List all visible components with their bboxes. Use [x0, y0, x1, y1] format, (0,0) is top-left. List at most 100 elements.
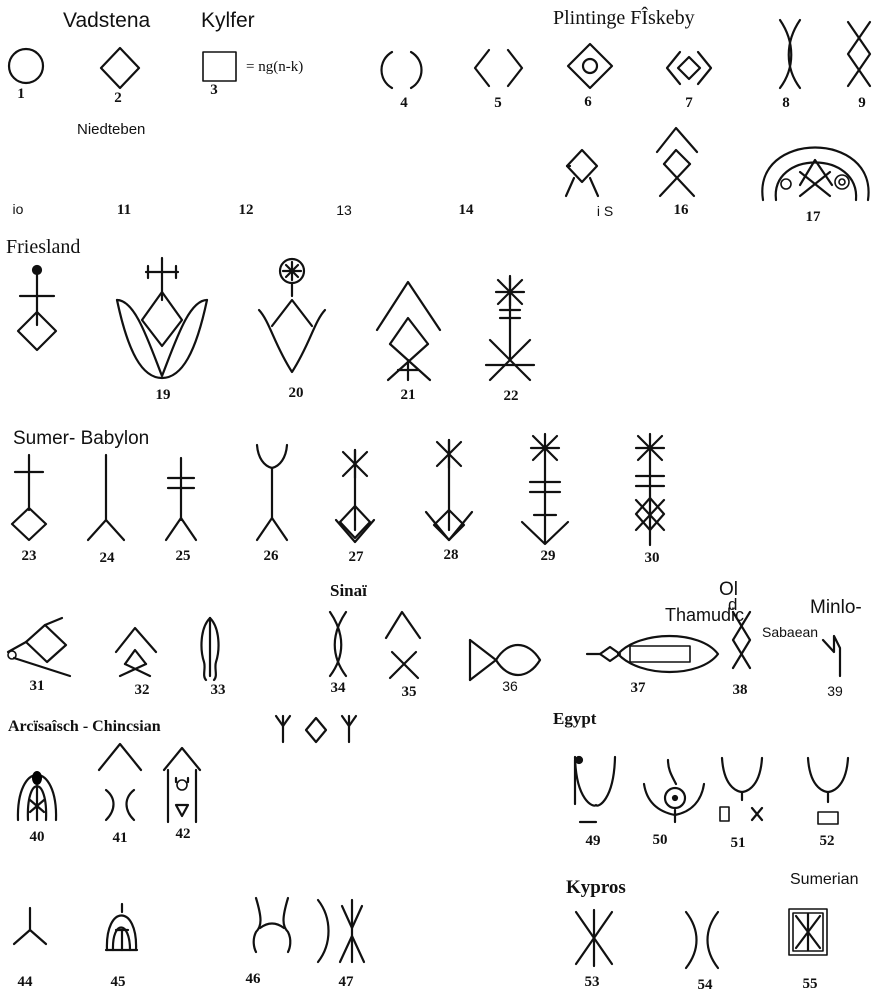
figure-number: 27 — [348, 549, 364, 565]
symbol-glyph-tridents — [274, 714, 358, 744]
symbol-23-cross-diamond — [10, 453, 48, 542]
region-label-kypros: Kypros — [566, 877, 626, 898]
figure-number: 7 — [685, 95, 693, 111]
symbol-54-brackets — [684, 910, 720, 970]
figure-number: i S — [596, 203, 614, 219]
figure-number: 33 — [210, 682, 226, 698]
figure-number: 42 — [175, 826, 191, 842]
figure-number: 2 — [114, 90, 122, 106]
symbol-4-parentheses — [380, 50, 423, 90]
symbol-36-fish-horizontal — [468, 638, 542, 682]
symbol-51-vessel-marks — [719, 756, 764, 822]
symbol-33-fish-vertical — [200, 616, 220, 682]
symbol-24-pole-fork — [86, 453, 126, 542]
figure-number: 49 — [585, 833, 601, 849]
figure-number: 17 — [805, 209, 821, 225]
figure-number: 3 — [210, 82, 218, 98]
symbol-37-fish-box — [585, 634, 720, 674]
symbol-8-vesica — [778, 18, 802, 90]
region-label-ol: Ol — [719, 579, 738, 600]
symbol-40-arch-figure — [16, 771, 58, 822]
symbol-55-boxed-star — [788, 908, 828, 956]
figure-number: 11 — [116, 202, 132, 218]
region-label-niedteben: Niedteben — [77, 121, 146, 138]
symbol-19-tulip-cross — [115, 256, 209, 380]
region-label-vadstena: Vadstena — [63, 9, 151, 32]
figure-number: 39 — [827, 683, 843, 699]
figure-number: 53 — [584, 974, 600, 990]
figure-number: 32 — [134, 682, 150, 698]
symbol-25-double-cross-fork — [164, 456, 198, 542]
symbol-1-circle — [7, 47, 45, 85]
figure-number: 28 — [443, 547, 459, 563]
figure-number: 55 — [802, 976, 818, 992]
figure-number: 47 — [338, 974, 354, 990]
figure-number: 38 — [732, 682, 748, 698]
symbol-9-double-x — [846, 20, 872, 88]
symbol-27-star-pole-diamond — [334, 448, 376, 544]
figure-number: 45 — [110, 974, 126, 990]
figure-number: 46 — [245, 971, 261, 987]
symbol-42-house-figure — [162, 746, 202, 824]
figure-number: 13 — [336, 202, 352, 218]
region-label-egypt: Egypt — [553, 709, 597, 728]
figure-number: 1 — [17, 86, 25, 102]
symbol-53-star — [574, 908, 614, 968]
figure-number: 20 — [288, 385, 304, 401]
region-label-plintinge: Plintinge FÎskeby — [553, 7, 695, 29]
symbol-15-loop-cross — [564, 148, 600, 198]
formula-label: = ng(n-k) — [246, 59, 304, 75]
region-label-minlo: Minlo- — [810, 597, 862, 618]
figure-number: 52 — [819, 833, 835, 849]
figure-number: 23 — [21, 548, 37, 564]
figure-number: 44 — [17, 974, 33, 990]
figure-number: 41 — [112, 830, 128, 846]
symbol-50-vessel-circle — [642, 758, 706, 824]
symbol-21-chevron-x — [375, 280, 442, 382]
region-label-arcisaisch: Arcïsaîsch - Chincsian — [8, 718, 161, 735]
symbol-38-double-x — [731, 610, 752, 670]
figure-number: 21 — [400, 387, 416, 403]
figure-number: 5 — [494, 95, 502, 111]
symbol-28-star-pole-diamond — [424, 438, 474, 542]
region-label-sinai: Sinaï — [330, 581, 367, 600]
symbol-44-fork — [12, 906, 48, 946]
symbol-3-square — [202, 51, 237, 82]
figure-number: 6 — [584, 94, 592, 110]
figure-number: 29 — [540, 548, 556, 564]
figure-number: io — [12, 201, 24, 217]
symbol-39-zigzag — [821, 634, 842, 678]
figure-number: 4 — [400, 95, 408, 111]
figure-number: 34 — [330, 680, 346, 696]
symbol-6-diamond-circle — [566, 42, 614, 90]
region-label-d: d — [728, 595, 738, 614]
symbol-34-vesica — [328, 610, 348, 678]
symbol-18-cross-diamond — [16, 264, 58, 352]
symbol-5-angles — [473, 48, 524, 88]
region-label-sumerian: Sumerian — [790, 871, 859, 888]
symbol-16-chevron-x — [655, 126, 699, 198]
symbol-2-diamond — [99, 46, 141, 90]
symbol-30-star-pole-diamond — [634, 432, 666, 547]
figure-number: 37 — [630, 680, 646, 696]
figure-number: 36 — [502, 678, 518, 694]
figure-number: 26 — [263, 548, 279, 564]
figure-number: 9 — [858, 95, 866, 111]
figure-number: 16 — [673, 202, 689, 218]
symbol-17-arch-figure — [761, 146, 870, 202]
symbol-22-star-pole — [484, 274, 536, 382]
symbol-41-chevron-x — [97, 742, 143, 822]
symbol-52-vessel-box — [806, 756, 850, 825]
region-label-sabaean: Sabaean — [762, 624, 819, 640]
figure-number: 35 — [401, 684, 417, 700]
region-label-friesland: Friesland — [6, 236, 81, 258]
figure-number: 25 — [175, 548, 191, 564]
symbol-49-horned-vessel — [573, 755, 617, 824]
region-label-kylfer: Kylfer — [201, 9, 255, 32]
figure-number: 19 — [155, 387, 171, 403]
symbol-7-diamond-angles — [665, 50, 713, 86]
symbol-45-arch-cross — [104, 902, 139, 952]
figure-number: 40 — [29, 829, 45, 845]
symbol-35-chevron-x — [384, 610, 422, 680]
